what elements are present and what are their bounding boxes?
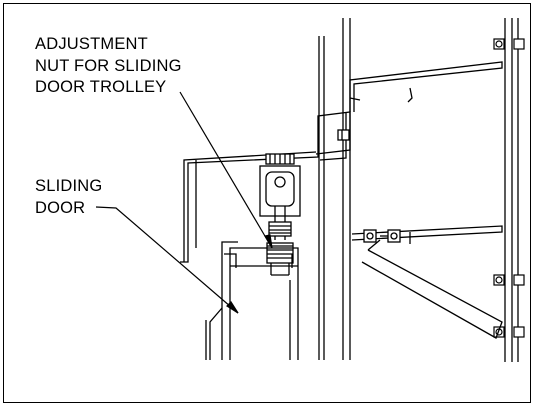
adjustment-nut-label-line-1: ADJUSTMENT: [35, 35, 148, 53]
adjustment-nut-label-line-3: DOOR TROLLEY: [35, 78, 167, 96]
vertical-posts: [318, 18, 351, 360]
adjustment-nut-label: ADJUSTMENT NUT FOR SLIDING DOOR TROLLEY: [35, 34, 182, 99]
leader-lines: [95, 91, 273, 314]
door-trolley: [259, 153, 301, 240]
adjustment-nut-label-line-2: NUT FOR SLIDING: [35, 56, 182, 75]
wall-column: [504, 18, 519, 362]
sliding-door-label: SLIDING DOOR: [35, 176, 102, 219]
lower-bracket: [351, 225, 503, 339]
sliding-door-label-line-1: SLIDING: [35, 177, 103, 195]
top-bracket: [349, 61, 503, 112]
wall-bolts: [493, 38, 525, 338]
sliding-door-label-line-2: DOOR: [35, 198, 86, 217]
